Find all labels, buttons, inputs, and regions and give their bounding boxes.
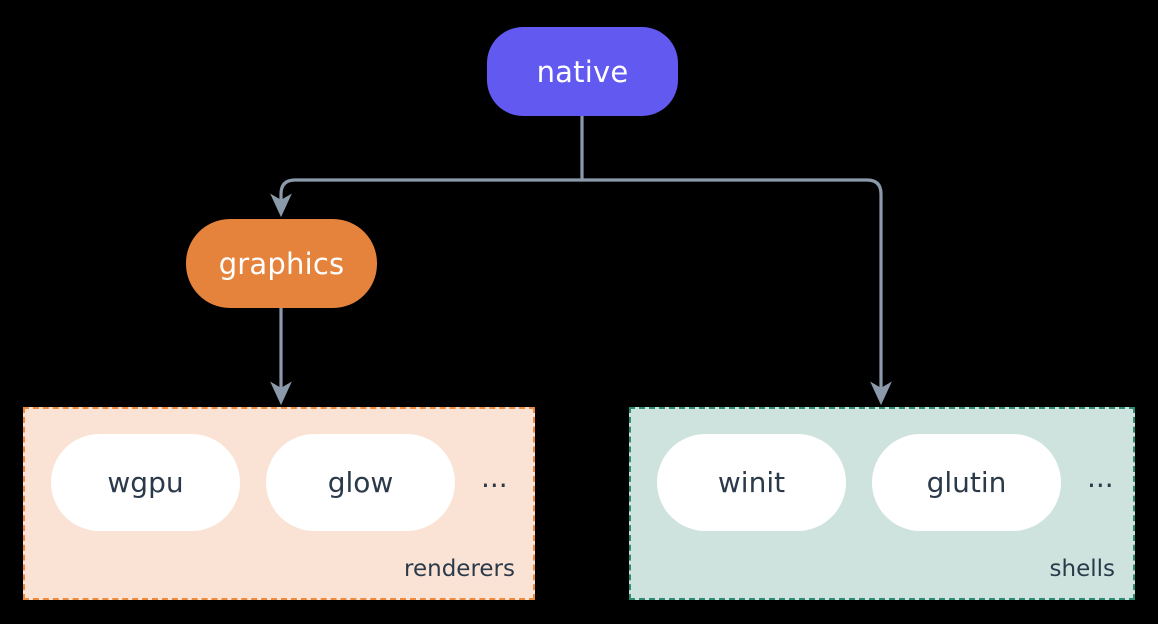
leaf-node-glow-label: glow: [327, 466, 394, 499]
group-renderers: wgpu glow ... renderers: [23, 407, 535, 600]
group-renderers-items: wgpu glow ...: [25, 434, 533, 531]
leaf-node-winit-label: winit: [717, 466, 786, 499]
node-graphics[interactable]: graphics: [186, 219, 377, 308]
leaf-node-winit[interactable]: winit: [657, 434, 846, 531]
group-renderers-label: renderers: [404, 556, 515, 582]
leaf-node-glow[interactable]: glow: [266, 434, 455, 531]
renderers-more-ellipsis: ...: [481, 460, 508, 494]
edge-native-to-shells: [580, 178, 892, 406]
group-shells-label: shells: [1049, 556, 1115, 582]
node-native-label: native: [536, 54, 629, 89]
shells-more-ellipsis: ...: [1087, 460, 1114, 494]
leaf-node-wgpu[interactable]: wgpu: [51, 434, 240, 531]
group-shells-items: winit glutin ...: [631, 434, 1133, 531]
group-shells: winit glutin ... shells: [629, 407, 1135, 600]
leaf-node-glutin-label: glutin: [926, 466, 1007, 499]
leaf-node-wgpu-label: wgpu: [107, 466, 184, 499]
leaf-node-glutin[interactable]: glutin: [872, 434, 1061, 531]
node-native[interactable]: native: [487, 27, 678, 116]
node-graphics-label: graphics: [218, 246, 345, 281]
edge-native-to-graphics: [270, 178, 584, 218]
